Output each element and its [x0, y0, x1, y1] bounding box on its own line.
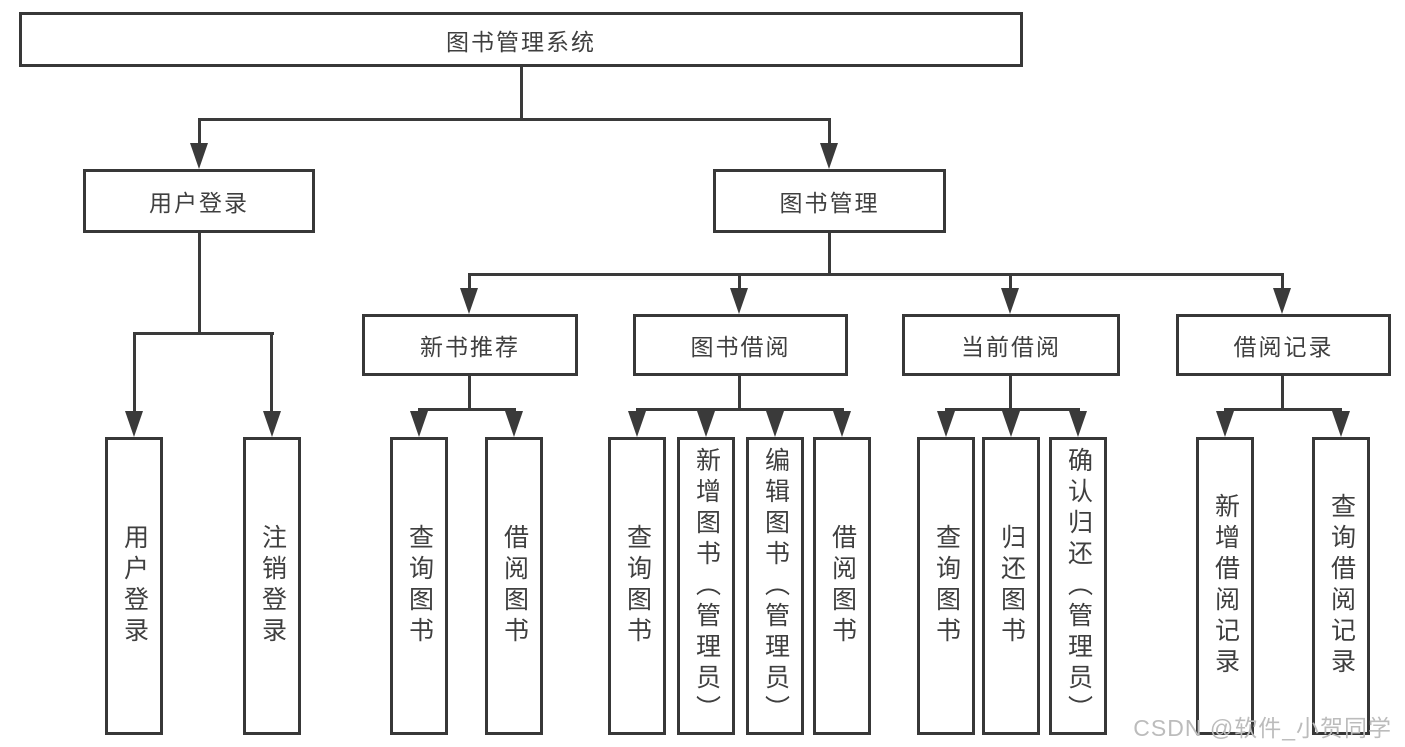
connector-line — [468, 276, 471, 290]
leaf-add-borrow-record: 新增借阅记录 — [1196, 437, 1254, 735]
arrow-down-icon — [1216, 411, 1234, 437]
node-user-login-label: 用户登录 — [149, 190, 249, 216]
node-user-login: 用户登录 — [83, 169, 315, 233]
leaf-borrow-books-label: 借阅图书 — [828, 524, 857, 648]
node-current-borrow-label: 当前借阅 — [961, 334, 1061, 360]
arrow-down-icon — [1273, 288, 1291, 314]
leaf-confirm-return-admin: 确认归还（管理员） — [1049, 437, 1107, 735]
leaf-user-login-label: 用户登录 — [120, 524, 149, 648]
connector-line — [418, 408, 516, 411]
arrow-down-icon — [263, 411, 281, 437]
leaf-edit-book-admin-label: 编辑图书（管理员） — [761, 446, 790, 726]
arrow-down-icon — [410, 411, 428, 437]
arrow-down-icon — [125, 411, 143, 437]
leaf-borrow-books: 借阅图书 — [813, 437, 871, 735]
connector-line — [1281, 376, 1284, 410]
node-book-borrow-label: 图书借阅 — [690, 334, 791, 360]
leaf-logout-label: 注销登录 — [258, 524, 287, 648]
connector-line — [636, 408, 844, 411]
connector-line — [198, 233, 201, 335]
connector-line — [468, 376, 471, 410]
arrow-down-icon — [1001, 288, 1019, 314]
connector-line — [198, 121, 201, 146]
connector-line — [1009, 276, 1012, 290]
connector-line — [198, 118, 831, 121]
leaf-query-books-current-label: 查询图书 — [932, 524, 961, 648]
node-borrow-records-label: 借阅记录 — [1233, 334, 1334, 360]
connector-line — [133, 332, 274, 335]
node-book-management: 图书管理 — [713, 169, 946, 233]
connector-line — [945, 408, 1080, 411]
arrow-down-icon — [190, 143, 208, 169]
node-book-borrow: 图书借阅 — [633, 314, 848, 376]
arrow-down-icon — [460, 288, 478, 314]
arrow-down-icon — [1332, 411, 1350, 437]
connector-line — [738, 276, 741, 290]
arrow-down-icon — [820, 143, 838, 169]
arrow-down-icon — [730, 288, 748, 314]
node-current-borrow: 当前借阅 — [902, 314, 1120, 376]
node-book-management-label: 图书管理 — [779, 190, 880, 216]
arrow-down-icon — [766, 411, 784, 437]
node-root: 图书管理系统 — [19, 12, 1023, 67]
leaf-query-books-recommend-label: 查询图书 — [405, 524, 434, 648]
connector-line — [133, 335, 136, 413]
arrow-down-icon — [1002, 411, 1020, 437]
connector-line — [1009, 376, 1012, 410]
leaf-query-books-borrow: 查询图书 — [608, 437, 666, 735]
node-new-book-recommend: 新书推荐 — [362, 314, 578, 376]
connector-line — [520, 67, 523, 121]
arrow-down-icon — [628, 411, 646, 437]
leaf-query-books-borrow-label: 查询图书 — [623, 524, 652, 648]
leaf-borrow-books-recommend: 借阅图书 — [485, 437, 543, 735]
node-new-book-recommend-label: 新书推荐 — [420, 334, 520, 360]
arrow-down-icon — [833, 411, 851, 437]
connector-line — [828, 233, 831, 276]
leaf-add-borrow-record-label: 新增借阅记录 — [1211, 493, 1240, 679]
leaf-query-borrow-record-label: 查询借阅记录 — [1327, 493, 1356, 679]
leaf-add-book-admin: 新增图书（管理员） — [677, 437, 735, 735]
arrow-down-icon — [505, 411, 523, 437]
leaf-return-book: 归还图书 — [982, 437, 1040, 735]
leaf-query-borrow-record: 查询借阅记录 — [1312, 437, 1370, 735]
node-borrow-records: 借阅记录 — [1176, 314, 1391, 376]
arrow-down-icon — [1069, 411, 1087, 437]
leaf-logout: 注销登录 — [243, 437, 301, 735]
leaf-add-book-admin-label: 新增图书（管理员） — [692, 446, 721, 726]
leaf-return-book-label: 归还图书 — [997, 524, 1026, 648]
connector-line — [828, 121, 831, 146]
connector-line — [1224, 408, 1342, 411]
node-root-label: 图书管理系统 — [446, 28, 596, 55]
leaf-confirm-return-admin-label: 确认归还（管理员） — [1064, 446, 1093, 726]
arrow-down-icon — [937, 411, 955, 437]
leaf-query-books-current: 查询图书 — [917, 437, 975, 735]
watermark: CSDN @软件_小贺同学 — [1133, 715, 1392, 741]
leaf-edit-book-admin: 编辑图书（管理员） — [746, 437, 804, 735]
arrow-down-icon — [697, 411, 715, 437]
connector-line — [468, 273, 1284, 276]
connector-line — [1281, 276, 1284, 290]
connector-line — [270, 335, 273, 413]
leaf-query-books-recommend: 查询图书 — [390, 437, 448, 735]
connector-line — [738, 376, 741, 410]
leaf-user-login: 用户登录 — [105, 437, 163, 735]
leaf-borrow-books-recommend-label: 借阅图书 — [500, 524, 529, 648]
